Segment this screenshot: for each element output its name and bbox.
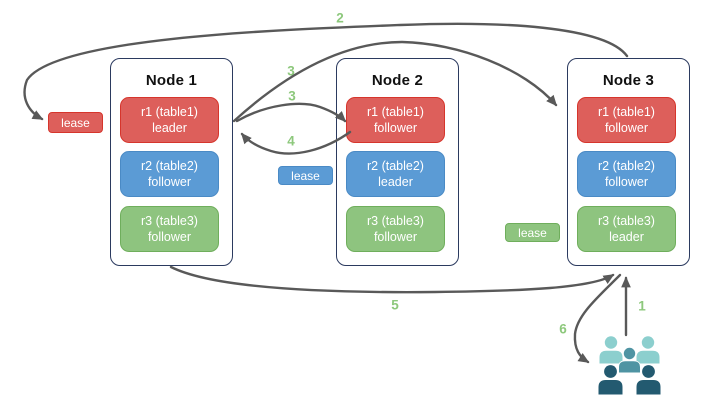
node-2-title: Node 2 [371,72,424,89]
replica-name: r1 (table1) [367,104,424,119]
arrow-step-4 [240,130,352,155]
user-back-right [635,335,661,365]
replica-role: follower [604,175,649,189]
node-1-replica-r3: r3 (table3) follower [120,206,219,252]
replica-role: follower [373,230,418,244]
lease-badge-table1: lease [48,112,103,133]
replica-role: leader [609,230,644,244]
lease-badge-table3: lease [505,223,560,242]
replica-role: follower [147,230,192,244]
replica-name: r3 (table3) [367,213,424,228]
node-3-title: Node 3 [602,72,655,89]
replica-role: follower [373,121,418,135]
step-label-6: 6 [559,321,567,337]
node-1-replica-r1: r1 (table1) leader [120,97,219,143]
node-1-title: Node 1 [145,72,198,89]
node-3-replica-r1: r1 (table1) follower [577,97,676,143]
arrow-step-3-to-node2 [235,102,347,123]
step-label-2: 2 [336,10,344,26]
step-label-3a: 3 [287,63,295,79]
node-2-replica-r3: r3 (table3) follower [346,206,445,252]
node-2-replica-r2: r2 (table2) leader [346,151,445,197]
user-back-left [598,335,624,365]
lease-badge-table2: lease [278,166,333,185]
replica-name: r1 (table1) [598,104,655,119]
node-2-replica-r1: r1 (table1) follower [346,97,445,143]
replica-name: r1 (table1) [141,104,198,119]
node-3-replica-r3: r3 (table3) leader [577,206,676,252]
replica-role: follower [147,175,192,189]
replica-name: r2 (table2) [598,158,655,173]
node-3-replica-r2: r2 (table2) follower [577,151,676,197]
node-3: Node 3 r1 (table1) follower r2 (table2) … [567,58,690,266]
step-label-3b: 3 [288,88,296,104]
node-1-replica-r2: r2 (table2) follower [120,151,219,197]
arrow-step-6 [573,273,622,364]
step-label-5: 5 [391,297,399,313]
replica-name: r2 (table2) [367,158,424,173]
replica-role: leader [152,121,187,135]
node-1: Node 1 r1 (table1) leader r2 (table2) fo… [110,58,233,266]
replica-role: leader [378,175,413,189]
replica-name: r3 (table3) [598,213,655,228]
replica-name: r2 (table2) [141,158,198,173]
node-2: Node 2 r1 (table1) follower r2 (table2) … [336,58,459,266]
user-front-right [635,364,662,396]
step-label-1: 1 [638,298,646,314]
users-group-icon [597,335,662,396]
step-label-4: 4 [287,133,295,149]
user-front-left [597,364,624,396]
arrow-step-5 [169,265,615,294]
replica-role: follower [604,121,649,135]
replica-name: r3 (table3) [141,213,198,228]
user-middle [618,346,641,374]
